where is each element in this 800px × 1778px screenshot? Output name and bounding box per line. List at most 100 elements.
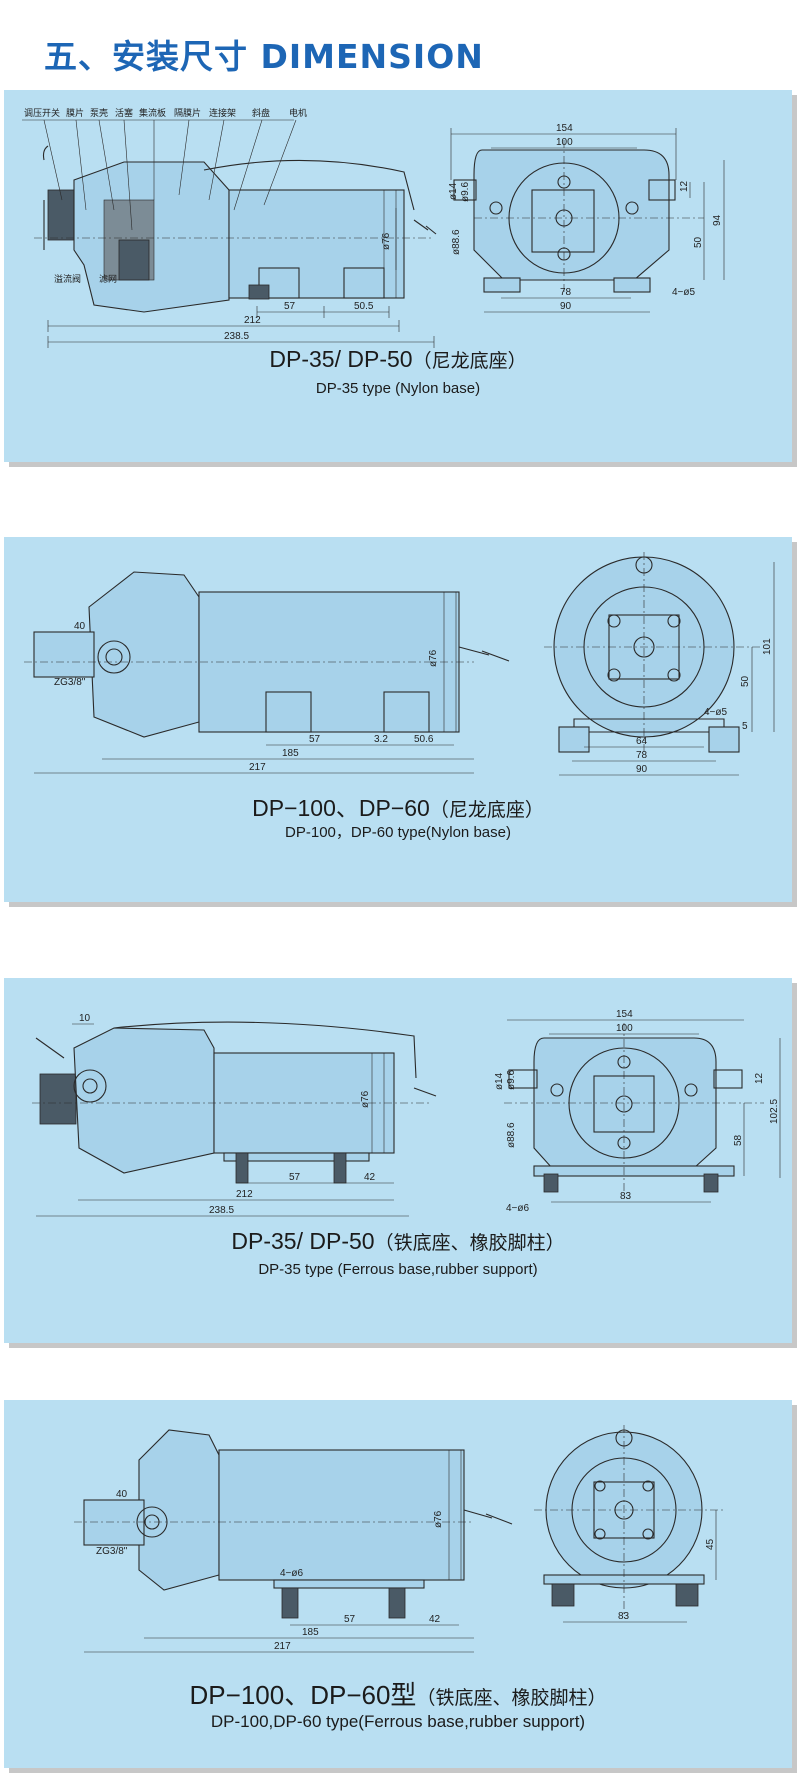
motor-body	[218, 1449, 465, 1581]
dim-238-5: 238.5	[224, 331, 249, 342]
dp100-ferrous-drawing: ø76 40 ZG3/8" 4−ø6 57 42 185 217	[74, 1425, 724, 1653]
caption-model: DP-35/ DP-50	[231, 1228, 375, 1254]
caption-model: DP-35/ DP-50	[269, 346, 413, 372]
panel-caption-english: DP-100，DP-60 type(Nylon base)	[285, 824, 511, 841]
rubber-support-right	[333, 1152, 347, 1184]
caption-model: DP−100、DP−60	[252, 795, 430, 821]
label-connector-frame: 连接架	[209, 107, 236, 119]
nylon-foot-right	[343, 267, 385, 299]
caption-base-type: （铁底座、橡胶脚柱）	[416, 1687, 607, 1709]
caption-base-type: （尼龙底座）	[429, 799, 544, 821]
pump-end-view: 154 100 ø14 ø9.6 ø88.6 12 94 50 78 90 4−…	[448, 123, 725, 313]
dim-212: 212	[244, 315, 261, 326]
label-filter: 滤网	[99, 273, 117, 285]
nylon-foot-left	[258, 267, 300, 299]
dim-4-d6: 4−ø6	[280, 1568, 304, 1579]
inlet-port	[33, 631, 95, 678]
rubber-support-right	[388, 1587, 406, 1619]
dim-185: 185	[302, 1627, 319, 1638]
nylon-foot-right	[383, 691, 430, 733]
rubber-support-left	[551, 1583, 575, 1607]
ferrous-base	[273, 1579, 425, 1589]
dimension-panel-dp35-nylon: ø76 57 50.5 212 238.5 调压开关 膜片 泵壳 活塞 集流板 …	[4, 90, 792, 462]
dim-154: 154	[556, 123, 573, 134]
dim-217: 217	[274, 1641, 291, 1652]
label-piston: 活塞	[115, 107, 133, 119]
pump-side-view: ø76 40 ZG3/8" 57 3.2 50.6 185 217	[24, 571, 510, 774]
dim-d9-6: ø9.6	[460, 182, 471, 202]
dim-50-5: 50.5	[354, 301, 374, 312]
panel-caption-model: DP−100、DP−60型（铁底座、橡胶脚柱）	[4, 1675, 792, 1712]
pump-side-view: ø76 40 ZG3/8" 4−ø6 57 42 185 217	[74, 1429, 513, 1653]
dim-d76: ø76	[360, 1090, 371, 1108]
pump-end-view: 45 83	[534, 1425, 724, 1623]
dim-90: 90	[560, 301, 572, 312]
dimension-panel-dp100-ferrous: ø76 40 ZG3/8" 4−ø6 57 42 185 217	[4, 1400, 792, 1768]
dim-5: 5	[742, 721, 748, 732]
dim-83: 83	[620, 1191, 632, 1202]
dim-90: 90	[636, 764, 648, 775]
rubber-support-left	[235, 1152, 249, 1184]
dim-zg3-8: ZG3/8"	[96, 1546, 128, 1557]
dim-100: 100	[556, 137, 573, 148]
dim-217: 217	[249, 762, 266, 773]
dimension-panel-dp35-ferrous: ø76 10 57 42 212 238.5	[4, 978, 792, 1343]
panel-caption-model: DP-35/ DP-50（尼龙底座）	[4, 346, 792, 373]
pump-side-view: ø76 57 50.5 212 238.5 调压开关 膜片 泵壳 活塞 集流板 …	[22, 107, 437, 348]
pressure-switch	[39, 1073, 77, 1125]
label-diaphragm: 隔膜片	[174, 107, 201, 119]
label-relief-valve: 溢流阀	[54, 273, 81, 285]
dim-94: 94	[712, 214, 723, 226]
page-title: 五、安装尺寸 DIMENSION	[44, 37, 484, 76]
panel-caption-english: DP-35 type (Ferrous base,rubber support)	[258, 1261, 538, 1278]
pump-end-view: 101 50 4−ø5 5 64 78 90	[544, 552, 775, 776]
pump-head	[73, 1027, 215, 1174]
dim-50: 50	[693, 236, 704, 248]
dim-d14: ø14	[448, 182, 459, 200]
panel-caption-english: DP-100,DP-60 type(Ferrous base,rubber su…	[210, 1712, 586, 1731]
dim-10: 10	[79, 1013, 91, 1024]
dim-78: 78	[560, 287, 572, 298]
ferrous-base	[223, 1152, 370, 1162]
panel-caption-model: DP-35/ DP-50（铁底座、橡胶脚柱）	[4, 1228, 792, 1255]
dim-100: 100	[616, 1023, 633, 1034]
pump-side-view: ø76 10 57 42 212 238.5	[32, 1013, 437, 1217]
label-pump-casing: 泵壳	[90, 107, 108, 119]
caption-base-type: （铁底座、橡胶脚柱）	[374, 1232, 565, 1254]
pump-end-view: 154 100 ø14 ø9.6 ø88.6 12 102.5 58 4−ø6 …	[494, 1009, 781, 1214]
label-pressure-switch: 调压开关	[24, 107, 60, 119]
dp35-ferrous-drawing: ø76 10 57 42 212 238.5	[32, 1009, 781, 1217]
dim-4-d5: 4−ø5	[704, 707, 728, 718]
dim-238-5: 238.5	[209, 1205, 234, 1216]
dim-42: 42	[364, 1172, 376, 1183]
dim-57: 57	[344, 1614, 356, 1625]
dim-50: 50	[740, 675, 751, 687]
dim-58: 58	[733, 1134, 744, 1146]
dim-40: 40	[74, 621, 86, 632]
dim-d76: ø76	[428, 649, 439, 667]
dim-64: 64	[636, 736, 648, 747]
caption-model: DP−100、DP−60型	[189, 1680, 417, 1710]
dim-d88-6: ø88.6	[506, 1122, 517, 1148]
dim-42: 42	[429, 1614, 441, 1625]
dp100-nylon-drawing: ø76 40 ZG3/8" 57 3.2 50.6 185 217	[24, 552, 775, 776]
dim-40: 40	[116, 1489, 128, 1500]
panel-caption-model: DP−100、DP−60（尼龙底座）	[4, 789, 792, 823]
label-membrane: 膜片	[66, 107, 84, 119]
label-swash-plate: 斜盘	[252, 107, 270, 119]
pump-head	[138, 1429, 220, 1591]
dim-154: 154	[616, 1009, 633, 1020]
label-motor: 电机	[289, 107, 307, 119]
pump-head	[88, 571, 200, 738]
inlet-port	[83, 1499, 145, 1546]
dim-d9-6: ø9.6	[506, 1070, 517, 1090]
dim-57: 57	[284, 301, 296, 312]
dim-50-6: 50.6	[414, 734, 434, 745]
dim-185: 185	[282, 748, 299, 759]
ferrous-base	[533, 1165, 735, 1177]
dim-4-d5: 4−ø5	[672, 287, 696, 298]
dim-212: 212	[236, 1189, 253, 1200]
dim-83: 83	[618, 1611, 630, 1622]
dim-4-d6: 4−ø6	[506, 1203, 530, 1214]
rubber-support-left	[281, 1587, 299, 1619]
